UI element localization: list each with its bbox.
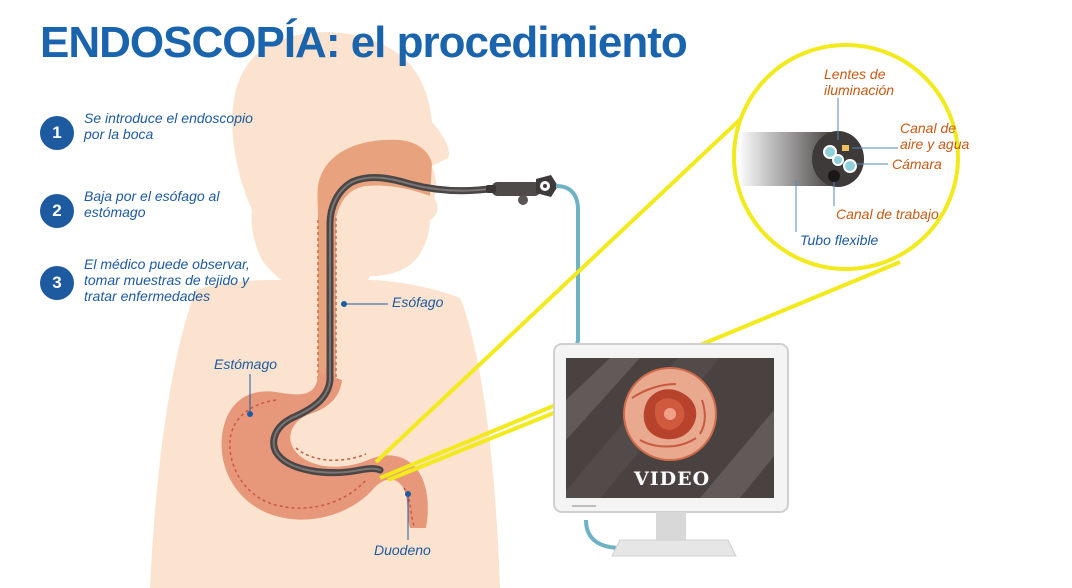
stomach-label: Estómago: [214, 356, 278, 372]
tip-magnifier: [732, 43, 960, 271]
step-number: 3: [40, 266, 74, 300]
endoscope-tube: [270, 174, 500, 477]
step-1: 1 Se introduce el endoscopio por la boca: [40, 110, 290, 160]
camera-label: Cámara: [892, 156, 942, 172]
step-text: Baja por el esófago al estómago: [84, 188, 220, 220]
stomach-anatomy: [221, 372, 428, 528]
duodenum-label: Duodeno: [374, 542, 431, 558]
step-text: Se introduce el endoscopio por la boca: [84, 110, 253, 142]
esophagus-label: Esófago: [392, 294, 444, 310]
label-leaders: [247, 301, 411, 540]
video-screen-text: VIDEO: [634, 468, 711, 490]
step-number: 2: [40, 194, 74, 228]
air-water-label: Canal de aire y agua: [900, 120, 970, 152]
flexible-tube-label: Tubo flexible: [800, 232, 879, 248]
step-3: 3 El médico puede observar, tomar muestr…: [40, 256, 290, 306]
step-number: 1: [40, 116, 74, 150]
page-title: ENDOSCOPÍA: el procedimiento: [40, 18, 688, 67]
step-text: El médico puede observar, tomar muestras…: [84, 256, 250, 304]
endoscope-handle: [486, 175, 558, 205]
video-monitor: [553, 343, 789, 557]
monitor-cable: [584, 519, 623, 550]
working-channel-label: Canal de trabajo: [836, 206, 939, 222]
step-2: 2 Baja por el esófago al estómago: [40, 188, 290, 238]
lights-label: Lentes de iluminación: [824, 66, 895, 98]
